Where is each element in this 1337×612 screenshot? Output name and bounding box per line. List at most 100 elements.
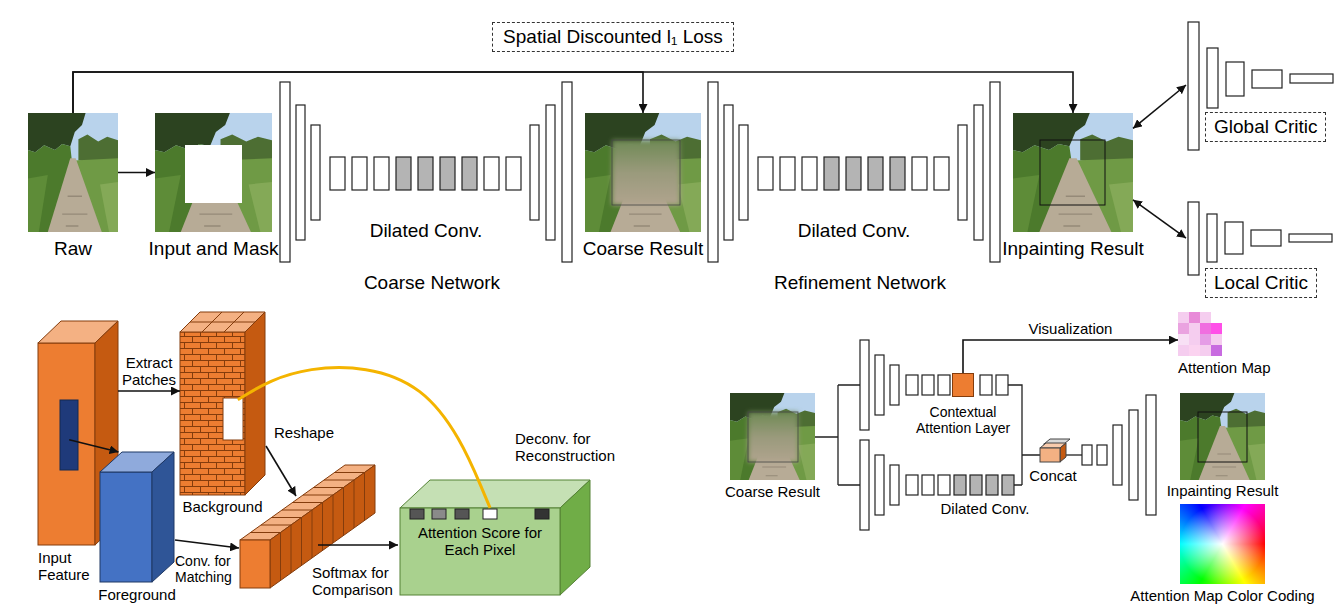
layer-stack: [1146, 395, 1156, 515]
attention-cube: [455, 509, 469, 519]
background-cube: [245, 312, 265, 495]
text-slot: Coarse Result: [725, 483, 820, 500]
photo-panel: [1013, 113, 1133, 232]
image-panel: Coarse Result: [730, 393, 815, 480]
attention-map-image: [1178, 334, 1189, 345]
critic-network: Global Critic: [1186, 20, 1337, 150]
image-caption: Input and Mask: [149, 238, 279, 260]
image-caption: Raw: [54, 238, 92, 260]
attention-cube: [483, 509, 497, 519]
layer-stack: [906, 475, 918, 495]
text-slot: Attention Map: [1178, 359, 1271, 376]
critic-layers: [1251, 230, 1281, 246]
layer-stack: [922, 475, 934, 495]
label-slot: Softmax for Comparison: [312, 564, 400, 599]
critic-layers: [1188, 22, 1333, 275]
layer-stack: [860, 440, 869, 530]
photo-panel: [155, 113, 272, 232]
critic-layers: [1207, 214, 1217, 262]
attention-map-image: [1178, 323, 1189, 334]
layer-stack: [330, 157, 345, 190]
text-slot: Contextual Attention Layer: [911, 404, 1015, 436]
layer-stack: [280, 82, 572, 262]
background-cube: [223, 398, 243, 440]
attention-cube: [560, 480, 590, 595]
layer-stack: [562, 82, 572, 262]
image-caption: Coarse Result: [583, 238, 703, 260]
photo-panel: [185, 145, 242, 203]
image-caption: Attention Map Color Coding: [1130, 587, 1314, 604]
concat-block: [1040, 448, 1060, 462]
attention-map-image: [1178, 312, 1222, 356]
layer-stack: [938, 375, 950, 395]
attention-map-image: [1189, 345, 1200, 356]
attention-map-image: [1211, 323, 1222, 334]
critic-layers: [1289, 234, 1332, 242]
loss-line: [73, 72, 1073, 113]
feature-volume: Input Feature: [38, 321, 118, 545]
text-slot: Spatial Discounted l₁ Loss: [503, 26, 723, 48]
label-slot: Conv. for Matching: [175, 553, 239, 585]
layer-label: Dilated Conv.: [798, 220, 911, 242]
flow-arrow: [175, 540, 239, 548]
volume-label: Background: [182, 498, 262, 515]
text-slot: Global Critic: [1205, 112, 1326, 142]
attention-volume: Deconv. for ReconstructionAttention Scor…: [400, 480, 590, 595]
operation-label: Reshape: [274, 424, 334, 441]
critic-network: Local Critic: [1186, 200, 1337, 303]
image-caption: Attention Map: [1178, 359, 1271, 376]
operation-label: Softmax for Comparison: [312, 564, 400, 599]
text-slot: Local Critic: [1205, 268, 1317, 298]
foreground-arrow: [69, 440, 118, 452]
photo-panel: [1040, 140, 1105, 205]
volume-label: Deconv. for Reconstruction: [515, 430, 619, 465]
background-cube: [180, 332, 245, 495]
image-panel: Attention Map: [1178, 312, 1222, 356]
foreground-cube: [152, 452, 174, 582]
label-slot: Reshape: [274, 424, 334, 441]
photo-panel: [730, 393, 815, 480]
attention-map-image: [1211, 345, 1222, 356]
layer-stack: [860, 340, 1156, 530]
layer-stack: [906, 375, 918, 395]
layer-stack: [546, 105, 555, 240]
photo-panel: [612, 140, 680, 205]
critic-layers: [1207, 48, 1218, 108]
image-panel: Coarse Result: [585, 113, 701, 232]
attention-curve: [238, 368, 490, 508]
attention-map-image: [1178, 312, 1222, 356]
layer-stack: [1129, 410, 1138, 500]
text-slot: Coarse Result: [583, 238, 703, 260]
volume-label: Foreground: [98, 586, 176, 603]
layer-stack: [1113, 425, 1122, 485]
operation-label: Concat: [1029, 467, 1077, 484]
text-slot: Attention Score for Each Pixel: [410, 524, 550, 559]
layer-stack: [875, 355, 884, 415]
layer-stack: [296, 105, 305, 240]
background-cube: [180, 312, 255, 332]
image-caption: Coarse Result: [725, 483, 820, 500]
attention-cube: [400, 480, 590, 595]
layer-stack: [484, 157, 499, 190]
layer-stack: [980, 375, 992, 395]
layer-stack: [875, 455, 884, 515]
critic-layers: [1252, 70, 1282, 88]
critic-layers: [1188, 202, 1199, 275]
flow-arrow: [118, 172, 155, 174]
label-slot: Dilated Conv.: [941, 500, 1030, 517]
loss-box: Spatial Discounted l₁ Loss: [492, 22, 734, 52]
layer-label: Contextual Attention Layer: [911, 404, 1015, 436]
attention-map-image: [1200, 323, 1211, 334]
attention-map-image: [1211, 312, 1222, 323]
photo-panel: [748, 412, 798, 462]
critic-arrow: [1133, 200, 1186, 238]
attention-cube: [400, 480, 590, 508]
image-panel: Attention Map Color Coding: [1180, 504, 1265, 584]
text-slot: Raw: [54, 238, 92, 260]
image-caption: Inpainting Result: [1167, 482, 1279, 499]
layer-stack: [440, 157, 455, 190]
photo-panel: [730, 393, 1265, 480]
